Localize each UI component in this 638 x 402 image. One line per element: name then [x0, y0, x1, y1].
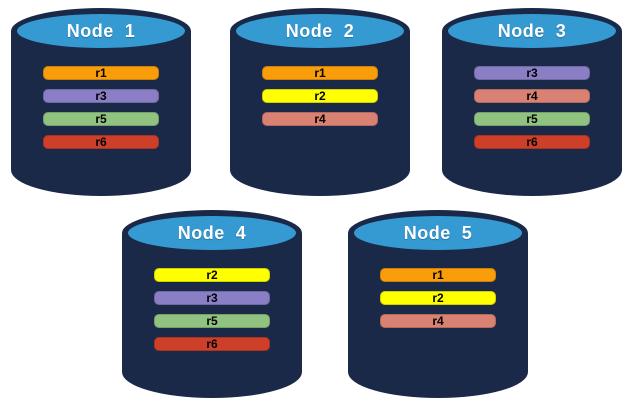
replica-bar: r6 [43, 135, 159, 149]
replica-bar: r4 [474, 89, 590, 103]
cylinder-top-ellipse [122, 210, 302, 256]
node-title: Node 1 [66, 20, 136, 41]
node-title: Node 4 [177, 222, 247, 243]
replica-bar: r1 [43, 66, 159, 80]
cylinder-top-ellipse [442, 8, 622, 54]
replica-bar: r3 [474, 66, 590, 80]
cylinder-top-ellipse [230, 8, 410, 54]
replica-bar: r2 [262, 89, 378, 103]
replica-list: r1 r2 r4 [230, 66, 410, 126]
cylinder-top-ellipse [11, 8, 191, 54]
node-title: Node 5 [403, 222, 473, 243]
replica-bar: r6 [154, 337, 270, 351]
node-cylinder-4: Node 4 r2 r3 r5 r6 [122, 210, 302, 398]
node-cylinder-2: Node 2 r1 r2 r4 [230, 8, 410, 196]
replica-bar: r5 [154, 314, 270, 328]
replica-bar: r3 [43, 89, 159, 103]
replica-bar: r4 [380, 314, 496, 328]
replica-bar: r5 [474, 112, 590, 126]
node-cylinder-1: Node 1 r1 r3 r5 r6 [11, 8, 191, 196]
replica-bar: r4 [262, 112, 378, 126]
replica-bar: r3 [154, 291, 270, 305]
replica-list: r1 r3 r5 r6 [11, 66, 191, 149]
replica-list: r2 r3 r5 r6 [122, 268, 302, 351]
replica-bar: r1 [262, 66, 378, 80]
node-cylinder-3: Node 3 r3 r4 r5 r6 [442, 8, 622, 196]
replica-bar: r2 [380, 291, 496, 305]
replica-bar: r2 [154, 268, 270, 282]
replica-bar: r1 [380, 268, 496, 282]
replica-list: r1 r2 r4 [348, 268, 528, 328]
replica-bar: r5 [43, 112, 159, 126]
node-title: Node 2 [285, 20, 355, 41]
replica-bar: r6 [474, 135, 590, 149]
node-title: Node 3 [497, 20, 567, 41]
node-cylinder-5: Node 5 r1 r2 r4 [348, 210, 528, 398]
cylinder-top-ellipse [348, 210, 528, 256]
replica-list: r3 r4 r5 r6 [442, 66, 622, 149]
